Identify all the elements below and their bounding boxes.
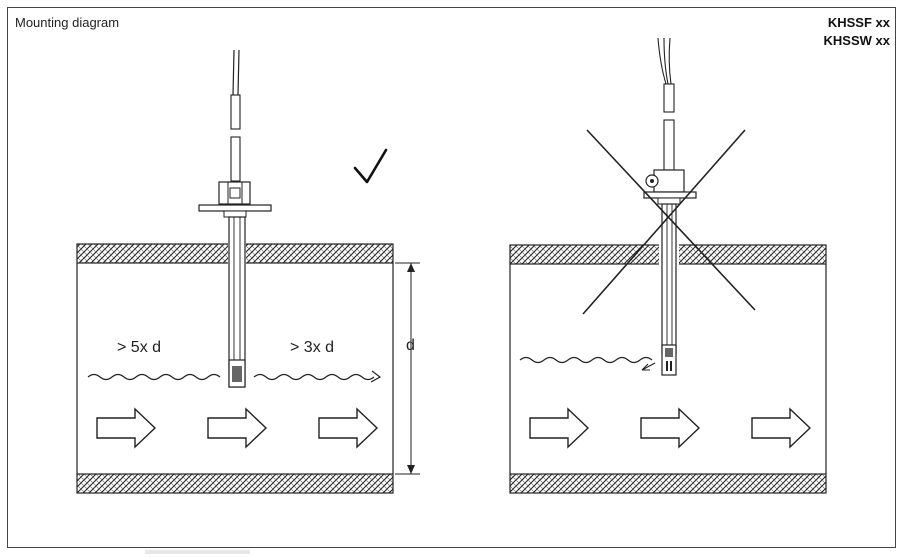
flow-arrow-icon xyxy=(751,408,811,448)
correct-check-icon xyxy=(353,148,388,184)
model-codes: KHSSF xx KHSSW xx xyxy=(824,14,890,50)
flow-arrow-icon xyxy=(207,408,267,448)
right-flow-arrows xyxy=(529,408,811,448)
right-water-surface xyxy=(519,356,653,364)
diameter-label: d xyxy=(406,337,415,354)
left-sensor-probe xyxy=(228,216,246,388)
right-sensor-probe xyxy=(661,203,677,376)
right-pipe-bottom-wall xyxy=(509,473,827,494)
diagram-title: Mounting diagram xyxy=(15,15,120,30)
left-pipe-bottom-wall xyxy=(76,473,394,494)
left-mounting-flange xyxy=(198,181,272,218)
upstream-distance-label: > 5x d xyxy=(117,339,161,356)
flow-arrow-icon xyxy=(640,408,700,448)
right-sensor-cable xyxy=(657,37,675,171)
flow-arrow-icon xyxy=(529,408,589,448)
left-water-surface xyxy=(87,373,375,381)
left-sensor-cable xyxy=(230,49,241,182)
model-code-1: KHSSF xx xyxy=(827,15,890,30)
diagram-frame xyxy=(7,7,896,548)
diameter-dimension: d xyxy=(395,262,420,475)
right-mounting-flange xyxy=(643,169,697,205)
downstream-distance-label: > 3x d xyxy=(290,339,334,356)
model-code-2: KHSSW xx xyxy=(823,33,890,48)
flow-arrow-icon xyxy=(96,408,156,448)
incorrect-cross-icon xyxy=(582,129,756,315)
flow-arrow-icon xyxy=(318,408,378,448)
left-flow-arrows xyxy=(96,408,378,448)
left-installation: d xyxy=(76,49,420,494)
right-installation xyxy=(509,37,827,494)
